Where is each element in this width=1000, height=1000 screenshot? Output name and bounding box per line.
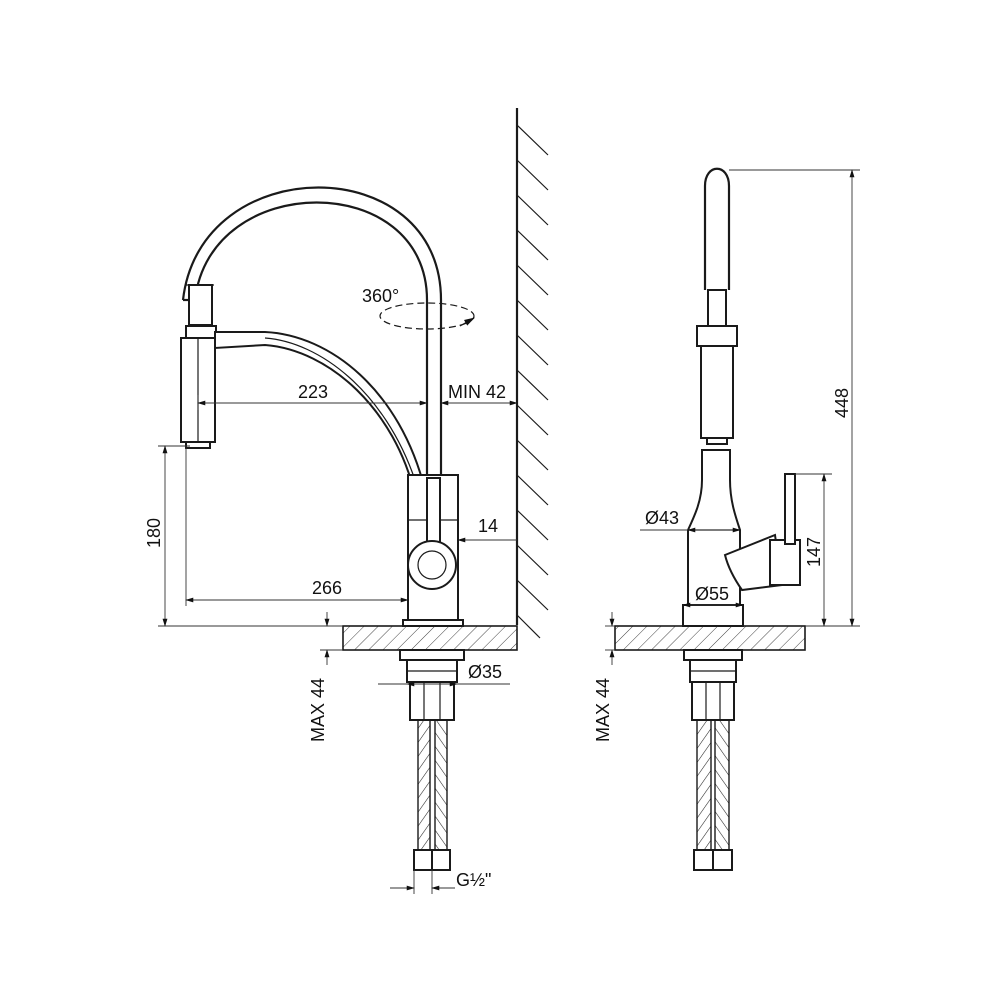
max-thickness-front-label: MAX 44 [308,678,328,742]
base-diameter-label: Ø55 [695,584,729,604]
reach-label: 223 [298,382,328,402]
side-view-faucet [682,167,801,627]
front-deck [342,625,518,651]
front-dimensions: 360° 223 MIN 42 14 180 266 MAX 44 Ø35 [144,286,518,894]
wall-offset-label: 14 [478,516,498,536]
handle-height-label: 147 [804,537,824,567]
front-mounting [399,649,465,871]
total-height-label: 448 [832,388,852,418]
front-view-faucet [180,186,464,627]
side-mounting [683,649,743,871]
max-thickness-side-label: MAX 44 [593,678,613,742]
spout-height-label: 180 [144,518,164,548]
body-diameter-label: Ø43 [645,508,679,528]
hole-diameter-label: Ø35 [468,662,502,682]
wall-min-label: MIN 42 [448,382,506,402]
side-dimensions: Ø43 Ø55 147 448 MAX 44 [593,169,860,742]
swivel-label: 360° [362,286,399,306]
base-to-outlet-label: 266 [312,578,342,598]
side-deck [614,625,806,651]
thread-label: G½" [456,870,491,890]
wall [515,108,549,639]
